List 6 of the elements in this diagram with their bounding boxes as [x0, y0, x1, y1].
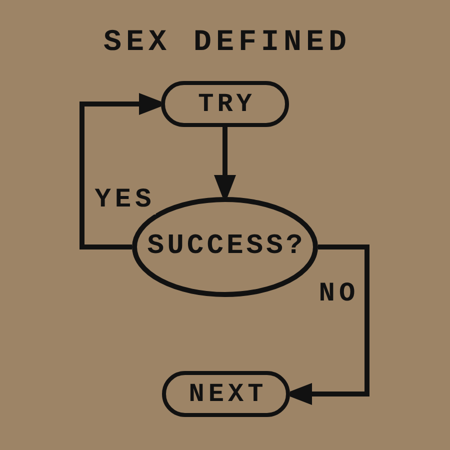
node-label: NEXT [188, 381, 268, 407]
terminal-box [162, 371, 290, 417]
node-label: SUCCESS? [146, 233, 306, 261]
node-label: TRY [197, 91, 256, 117]
diagram-title: SEX DEFINED [102, 26, 352, 60]
terminal-box [161, 81, 289, 127]
